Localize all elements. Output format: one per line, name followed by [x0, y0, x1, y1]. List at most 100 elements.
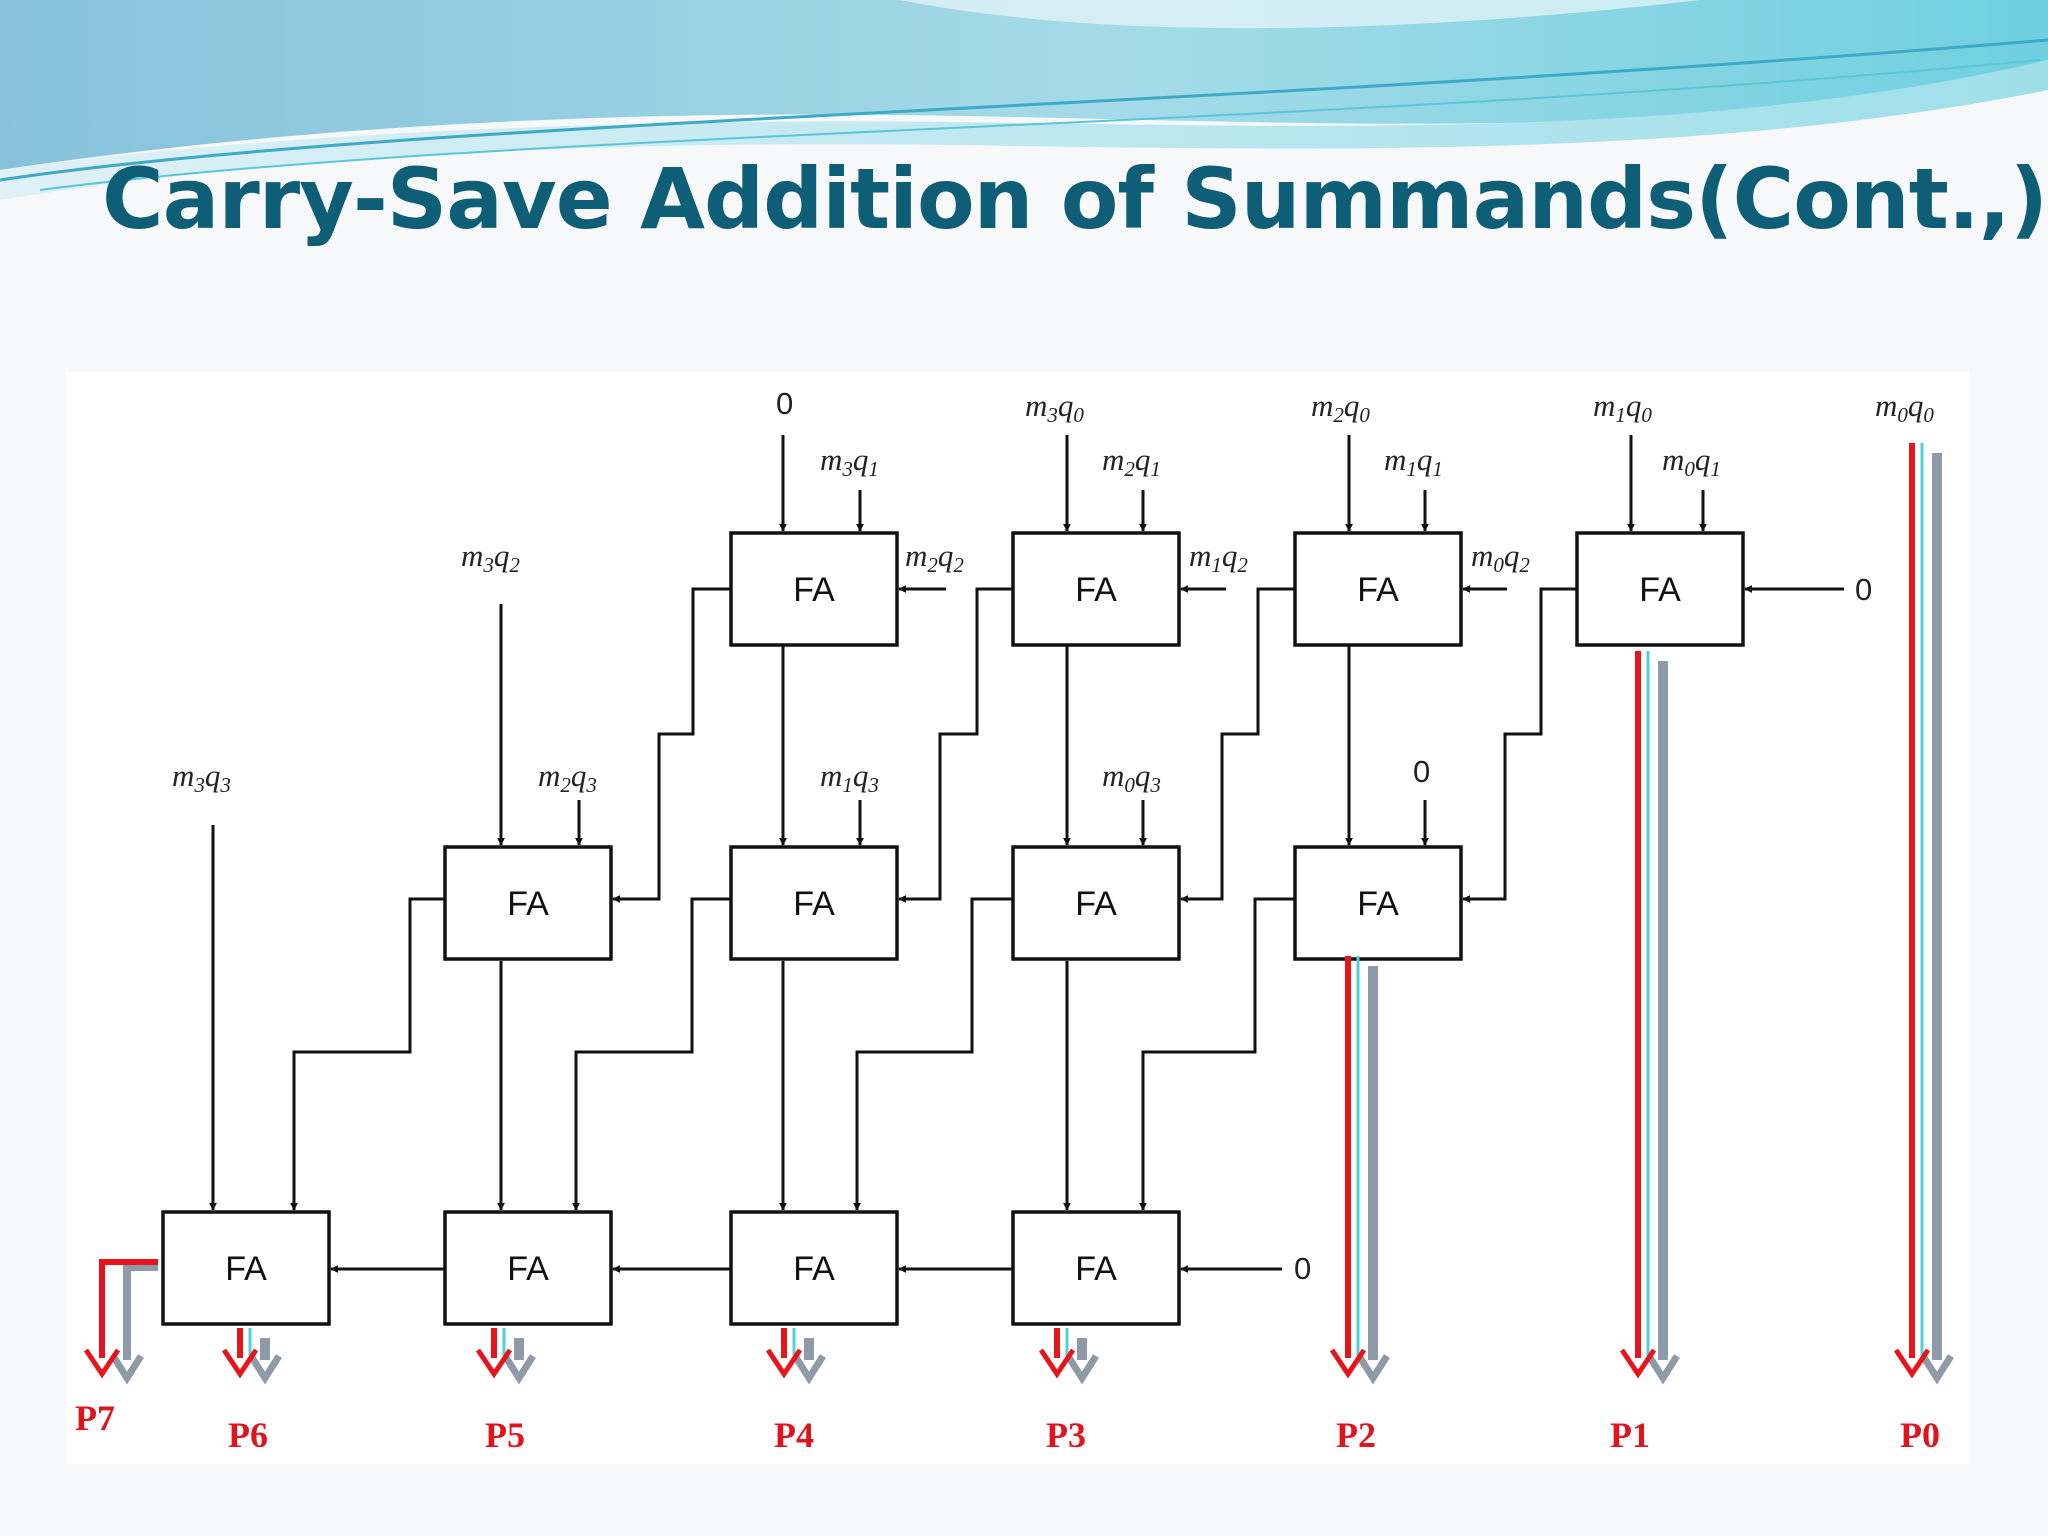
input-label-m0q3: m0q3: [1102, 758, 1161, 797]
carry-wire: [1462, 587, 1577, 903]
output-arrow-p0: [1893, 443, 1954, 1385]
input-label-m1q2: m1q2: [1189, 538, 1248, 577]
input-label-m1q1: m1q1: [1384, 442, 1443, 481]
full-adder-block: FA: [729, 531, 899, 647]
output-highlight-arrowhead: [1893, 1348, 1931, 1379]
carry-wire: [290, 897, 445, 1211]
full-adder-block: FA: [161, 1210, 331, 1326]
carry-wire: [1139, 897, 1295, 1211]
output-highlight-arrowhead: [1619, 1348, 1657, 1379]
zero-input-label: 0: [1855, 572, 1872, 607]
output-shadow-arrowhead: [1065, 1354, 1099, 1385]
output-label-p2: P2: [1336, 1415, 1376, 1455]
input-label-m1q0: m1q0: [1593, 388, 1652, 427]
full-adder-label: FA: [1357, 885, 1399, 923]
output-highlight-arrowhead: [475, 1348, 513, 1379]
full-adder-label: FA: [793, 1250, 835, 1288]
full-adder-block: FA: [1293, 845, 1463, 961]
output-highlight-arrowhead: [221, 1348, 259, 1379]
full-adder-block: FA: [443, 1210, 613, 1326]
full-adder-block: FA: [1575, 531, 1745, 647]
output-shadow-arrowhead: [1356, 1354, 1390, 1385]
output-highlight-arrowhead: [83, 1348, 121, 1379]
output-shadow-arrowhead: [1646, 1354, 1680, 1385]
input-label-m2q3: m2q3: [538, 758, 597, 797]
output-label-p5: P5: [485, 1415, 525, 1455]
output-label-p4: P4: [774, 1415, 814, 1455]
input-label-m3q1: m3q1: [820, 442, 879, 481]
full-adder-label: FA: [507, 885, 549, 923]
output-label-p1: P1: [1610, 1415, 1650, 1455]
full-adder-block: FA: [729, 1210, 899, 1326]
full-adder-box: [729, 845, 899, 961]
output-arrow-p6: [221, 1328, 282, 1385]
carry-wire: [612, 587, 731, 903]
output-shadow-arrowhead: [110, 1354, 144, 1385]
full-adder-box: [1011, 1210, 1181, 1326]
input-label-m2q1: m2q1: [1102, 442, 1161, 481]
decorative-wave-banner: [0, 0, 2048, 250]
full-adder-box: [729, 1210, 899, 1326]
full-adder-box: [1293, 531, 1463, 647]
carry-wire: [853, 897, 1013, 1211]
output-arrow-p5: [475, 1328, 536, 1385]
full-adder-box: [1575, 531, 1745, 647]
output-arrow-p7: [83, 1259, 158, 1385]
full-adder-box: [443, 845, 613, 961]
output-arrow-p2: [1329, 956, 1390, 1385]
input-label-in-0-top: 0: [776, 386, 793, 421]
full-adder-block: FA: [1011, 845, 1181, 961]
output-label-p3: P3: [1046, 1415, 1086, 1455]
output-shadow-arrowhead: [502, 1354, 536, 1385]
output-shadow-arrowhead: [792, 1354, 826, 1385]
output-highlight-arrowhead: [765, 1348, 803, 1379]
full-adder-box: [1011, 531, 1181, 647]
zero-input-label: 0: [1294, 1251, 1311, 1286]
full-adder-box: [729, 531, 899, 647]
full-adder-label: FA: [1075, 571, 1117, 609]
full-adder-block: FA: [1011, 1210, 1181, 1326]
input-label-m0q2: m0q2: [1471, 538, 1530, 577]
full-adder-block: FA: [1293, 531, 1463, 647]
full-adder-block: FA: [1011, 531, 1181, 647]
slide-title: Carry-Save Addition of Summands(Cont.,): [102, 150, 2048, 248]
full-adder-box: [161, 1210, 331, 1326]
full-adder-box: [1293, 845, 1463, 961]
zero-input-label: 0: [1413, 754, 1430, 789]
input-label-m1q3: m1q3: [820, 758, 879, 797]
output-shadow-arrowhead: [248, 1354, 282, 1385]
diagram-panel: FA FA FA FA FA FA FA FA FA FA FA FA 0 m3q0 m2q0 m1q0 m0…: [66, 372, 1970, 1464]
full-adder-label: FA: [793, 885, 835, 923]
full-adder-block: FA: [729, 845, 899, 961]
output-highlight-arrowhead: [1329, 1348, 1367, 1379]
input-label-m2q0: m2q0: [1311, 388, 1370, 427]
full-adder-box: [443, 1210, 613, 1326]
full-adder-block: FA: [443, 845, 613, 961]
output-arrow-p1: [1619, 651, 1680, 1385]
input-label-m3q2: m3q2: [461, 538, 520, 577]
carry-wire: [898, 587, 1013, 903]
carry-wire: [572, 897, 731, 1211]
full-adder-label: FA: [1639, 571, 1681, 609]
output-shadow-arrowhead: [1920, 1354, 1954, 1385]
output-label-p7: P7: [75, 1398, 115, 1438]
output-label-p6: P6: [228, 1415, 268, 1455]
output-label-p0: P0: [1900, 1415, 1940, 1455]
output-arrow-p4: [765, 1328, 826, 1385]
output-highlight-arrowhead: [1038, 1348, 1076, 1379]
full-adder-box: [1011, 845, 1181, 961]
input-label-m0q1: m0q1: [1662, 442, 1721, 481]
full-adder-label: FA: [793, 571, 835, 609]
output-highlight-line: [99, 1259, 158, 1358]
full-adder-label: FA: [507, 1250, 549, 1288]
carry-wire: [1180, 587, 1295, 903]
input-label-m3q3: m3q3: [172, 758, 231, 797]
output-shadow-line: [123, 1263, 158, 1360]
input-label-m0q0: m0q0: [1875, 388, 1934, 427]
full-adder-label: FA: [1075, 1250, 1117, 1288]
input-label-m3q0: m3q0: [1025, 388, 1084, 427]
input-label-m2q2: m2q2: [905, 538, 964, 577]
output-arrow-p3: [1038, 1328, 1099, 1385]
full-adder-label: FA: [225, 1250, 267, 1288]
carry-save-array-diagram: FA FA FA FA FA FA FA FA FA FA FA FA 0 m3q0 m2q0 m1q0 m0…: [75, 386, 1954, 1455]
